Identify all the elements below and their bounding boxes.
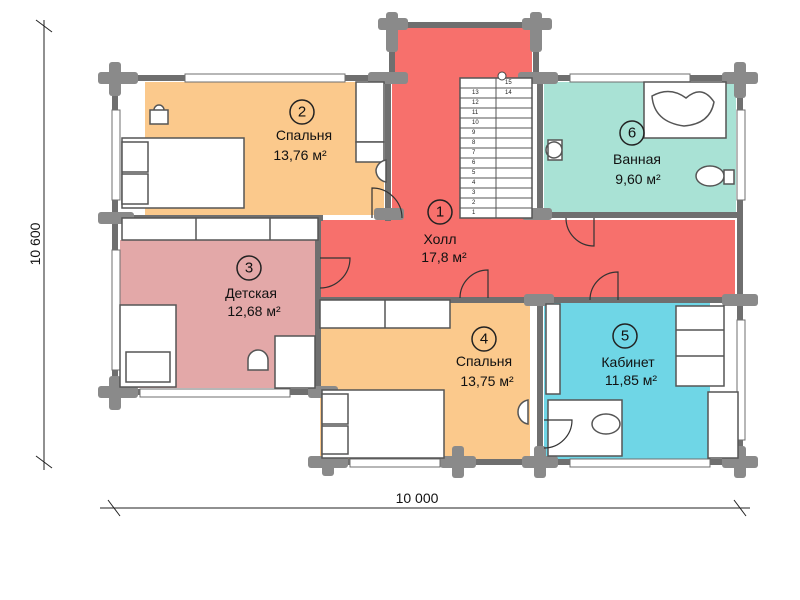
desk-icon bbox=[274, 335, 316, 389]
dimension-width-label: 10 000 bbox=[396, 490, 439, 506]
room-number: 4 bbox=[480, 331, 488, 348]
chair-icon bbox=[517, 399, 529, 425]
dimension-width bbox=[100, 499, 750, 517]
stair-step-label: 4 bbox=[472, 180, 476, 186]
stair-step-label: 8 bbox=[472, 140, 476, 146]
room-area: 9,60 м² bbox=[615, 171, 661, 187]
dimension-height-label: 10 600 bbox=[27, 222, 43, 265]
door-swing bbox=[371, 187, 403, 219]
stair-start-marker bbox=[497, 71, 507, 81]
room-name: Детская bbox=[225, 285, 277, 301]
room-number-badge bbox=[289, 99, 315, 125]
room-number: 6 bbox=[628, 125, 636, 142]
stair-step-label: 6 bbox=[472, 160, 476, 166]
chair-icon bbox=[375, 159, 387, 183]
room-name: Холл bbox=[424, 231, 457, 247]
room-number-badge bbox=[236, 255, 262, 281]
room-name: Кабинет bbox=[601, 354, 655, 370]
door-swing bbox=[589, 271, 619, 301]
stair-step-label: 15 bbox=[505, 80, 512, 86]
room-number: 3 bbox=[245, 260, 253, 277]
chair-icon bbox=[591, 413, 621, 435]
room-number: 1 bbox=[436, 204, 444, 221]
room-label-nursery-3: 3 Детская 12,68 м² bbox=[225, 255, 281, 319]
room-number-badge bbox=[612, 323, 638, 349]
room-area: 12,68 м² bbox=[227, 303, 281, 319]
room-number: 2 bbox=[298, 104, 306, 121]
stair-step-label: 7 bbox=[472, 150, 476, 156]
toilet-icon bbox=[695, 165, 735, 187]
room-area: 11,85 м² bbox=[605, 372, 658, 388]
sink-icon bbox=[545, 139, 563, 161]
stair-step-label: 3 bbox=[472, 190, 476, 196]
room-label-bedroom-4: 4 Спальня 13,75 м² bbox=[456, 326, 514, 389]
room-area: 17,8 м² bbox=[421, 249, 467, 265]
wardrobe-icon bbox=[355, 81, 385, 143]
stair-step-label: 11 bbox=[472, 110, 479, 116]
door-swing bbox=[565, 217, 595, 247]
door-swing bbox=[319, 257, 351, 289]
stair-step-label: 10 bbox=[472, 120, 479, 126]
wardrobe-icon bbox=[121, 217, 319, 241]
stair-step-label: 9 bbox=[472, 130, 476, 136]
stair-step-label: 14 bbox=[505, 90, 512, 96]
nightstand-icon bbox=[149, 104, 169, 125]
room-name: Спальня bbox=[456, 353, 512, 369]
room-label-bedroom-2: 2 Спальня 13,76 м² bbox=[273, 99, 332, 163]
door-swing bbox=[459, 269, 489, 299]
sofa-icon bbox=[675, 305, 725, 387]
door-swing bbox=[543, 419, 573, 449]
stair-step-label: 5 bbox=[472, 170, 476, 176]
doors bbox=[319, 187, 619, 449]
cabinet-icon bbox=[545, 303, 561, 395]
dimension-height bbox=[35, 19, 53, 470]
room-number-badge bbox=[427, 199, 453, 225]
room-number-badge bbox=[619, 120, 645, 146]
room-label-office-5: 5 Кабинет 11,85 м² bbox=[601, 323, 658, 388]
room-label-bathroom-6: 6 Ванная 9,60 м² bbox=[613, 120, 661, 187]
stair-step-label: 1 bbox=[472, 210, 476, 216]
cabinet-icon bbox=[707, 391, 739, 459]
room-area: 13,75 м² bbox=[460, 373, 514, 389]
stair-step-label: 2 bbox=[472, 200, 476, 206]
stair-step-label: 12 bbox=[472, 100, 479, 106]
room-area: 13,76 м² bbox=[273, 147, 327, 163]
windows bbox=[111, 73, 746, 468]
room-label-hall: 1 Холл 17,8 м² bbox=[421, 199, 467, 265]
chair-icon bbox=[247, 349, 269, 371]
room-number-badge bbox=[471, 326, 497, 352]
room-name: Спальня bbox=[276, 127, 332, 143]
stair-step-label: 13 bbox=[472, 90, 479, 96]
furniture bbox=[119, 81, 739, 459]
room-number: 5 bbox=[621, 328, 629, 345]
room-name: Ванная bbox=[613, 151, 661, 167]
stair-step-numbers: 1 2 3 4 5 6 7 8 9 10 11 12 13 14 15 bbox=[472, 80, 512, 216]
staircase: 1 2 3 4 5 6 7 8 9 10 11 12 13 14 15 bbox=[459, 71, 533, 219]
